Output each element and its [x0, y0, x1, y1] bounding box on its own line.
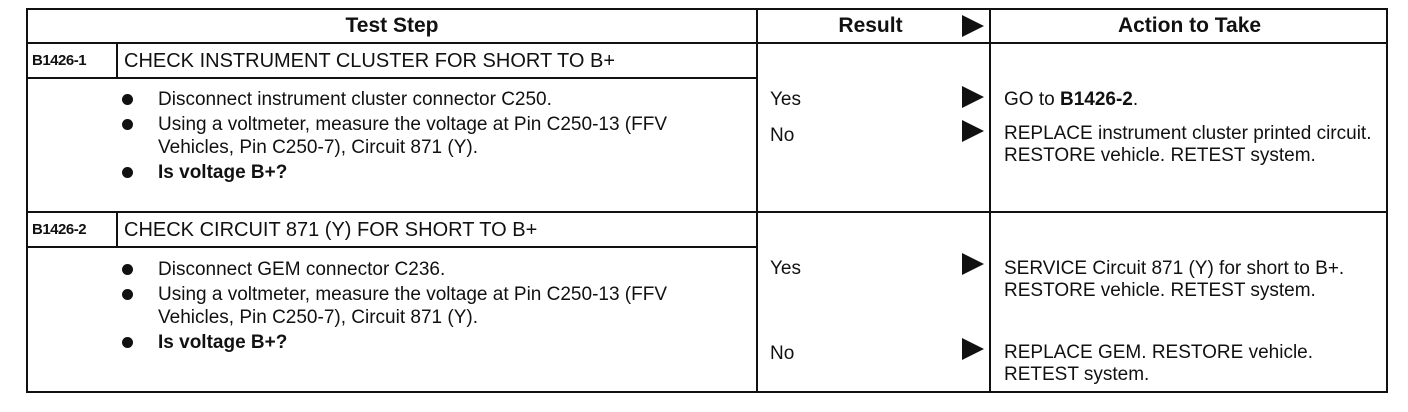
action-text: REPLACE instrument cluster printed circu… — [1004, 123, 1372, 166]
step-id: B1426-1 — [32, 52, 87, 69]
list-item: Using a voltmeter, measure the voltage a… — [118, 113, 738, 159]
result-label: No — [770, 343, 795, 364]
step-bullet-list: Disconnect instrument cluster connector … — [118, 88, 738, 186]
step-id: B1426-2 — [32, 221, 87, 238]
step-title-underline — [28, 77, 756, 79]
step-title: CHECK CIRCUIT 871 (Y) FOR SHORT TO B+ — [124, 219, 538, 241]
result-arrow-icon — [962, 253, 984, 275]
list-item-question: Is voltage B+? — [118, 331, 738, 354]
diagnostic-table: Test Step Result Action to Take B1426-1 … — [26, 8, 1388, 393]
action-text: SERVICE Circuit 871 (Y) for short to B+.… — [1004, 258, 1345, 301]
result-arrow-icon — [962, 338, 984, 360]
result-label: Yes — [770, 89, 801, 110]
result-arrow-icon — [962, 120, 984, 142]
list-item: Disconnect GEM connector C236. — [118, 258, 738, 281]
result-label: Yes — [770, 258, 801, 279]
list-item: Disconnect instrument cluster connector … — [118, 88, 738, 111]
action-text: REPLACE GEM. RESTORE vehicle. RETEST sys… — [1004, 342, 1314, 385]
result-arrow-icon — [962, 86, 984, 108]
step-divider — [28, 211, 1388, 213]
header-test-step: Test Step — [345, 14, 439, 37]
list-item: Using a voltmeter, measure the voltage a… — [118, 283, 738, 329]
result-label: No — [770, 125, 795, 146]
header-result: Result — [838, 14, 903, 37]
step-title: CHECK INSTRUMENT CLUSTER FOR SHORT TO B+ — [124, 50, 616, 72]
action-text: GO to B1426-2. — [1004, 89, 1139, 110]
list-item-question: Is voltage B+? — [118, 161, 738, 184]
result-column-divider — [756, 10, 758, 393]
step-bullet-list: Disconnect GEM connector C236. Using a v… — [118, 258, 738, 356]
step-title-underline — [28, 246, 756, 248]
header-action: Action to Take — [1117, 14, 1262, 37]
step-id-divider — [116, 212, 118, 246]
action-column-divider — [989, 10, 991, 393]
step-id-divider — [116, 43, 118, 77]
header-divider — [28, 42, 1388, 44]
header-arrow-icon — [962, 15, 984, 37]
